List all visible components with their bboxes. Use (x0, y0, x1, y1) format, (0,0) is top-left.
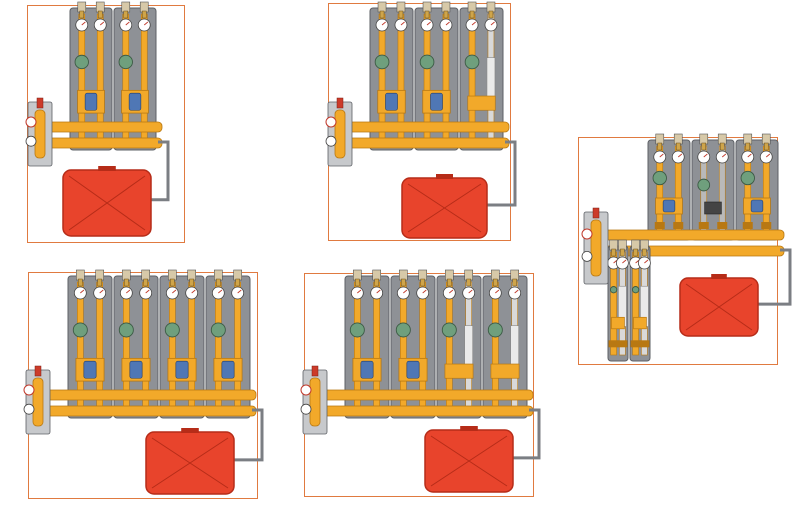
config-4-modules (28, 272, 258, 499)
config-2-modules (27, 5, 185, 243)
config-5-modules-l-shape (578, 137, 778, 365)
config-4-modules-mixed (304, 273, 534, 497)
config-3-modules (328, 3, 511, 241)
